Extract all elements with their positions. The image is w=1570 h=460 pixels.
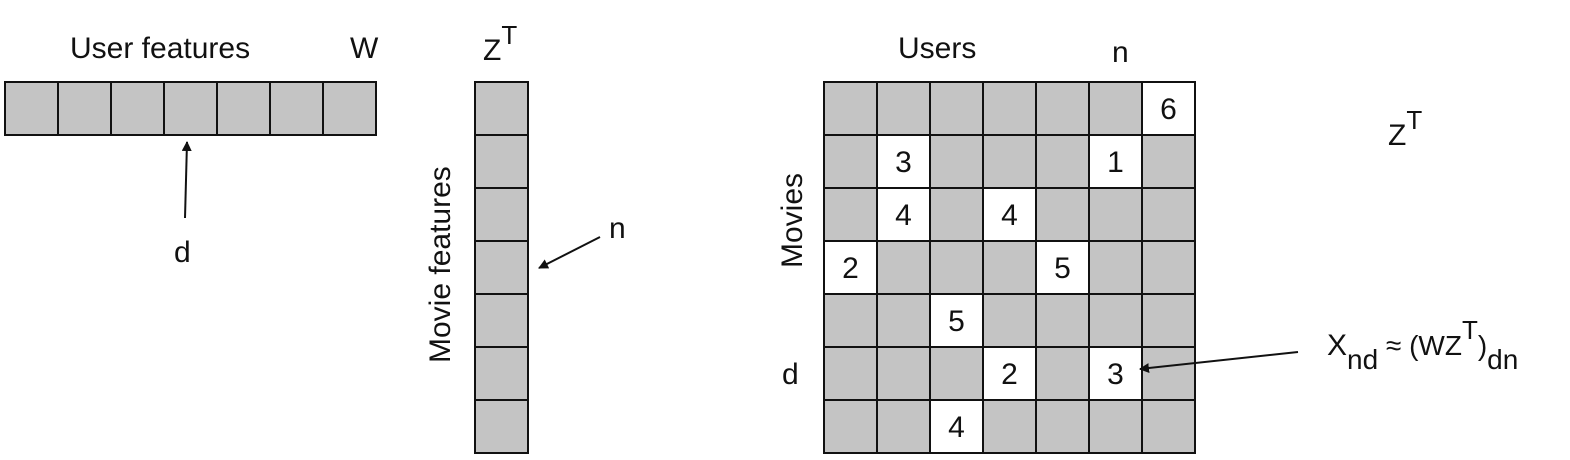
- rating-cell: [1141, 81, 1196, 136]
- zt-base-right: Z: [1388, 119, 1406, 152]
- formula-approx: ≈ (WZ: [1378, 330, 1462, 361]
- n-arrow: [538, 236, 601, 269]
- empty-cell: [1141, 134, 1196, 189]
- empty-cell: [876, 399, 931, 454]
- empty-cell: [1141, 346, 1196, 401]
- zt-base: Z: [483, 34, 501, 67]
- movie-feature-vector: [474, 81, 529, 454]
- movie-feature-cell: [474, 187, 529, 242]
- rating-value: 4: [1001, 199, 1018, 232]
- user-feature-cell: [269, 81, 324, 136]
- empty-cell: [876, 346, 931, 401]
- w-label: W: [350, 32, 379, 65]
- user-feature-cell: [57, 81, 112, 136]
- movie-feature-cell: [474, 81, 529, 136]
- rating-value: 2: [1001, 358, 1018, 391]
- empty-cell: [1141, 293, 1196, 348]
- formula-t-sup: T: [1462, 315, 1478, 345]
- empty-cell: [1088, 240, 1143, 295]
- rating-cell: [929, 293, 984, 348]
- empty-cell: [982, 399, 1037, 454]
- rating-value: 2: [842, 252, 859, 285]
- empty-cell: [929, 134, 984, 189]
- empty-cell: [982, 134, 1037, 189]
- movie-feature-cell: [474, 293, 529, 348]
- users-label: Users: [898, 32, 976, 65]
- movie-feature-cell: [474, 134, 529, 189]
- empty-cell: [823, 187, 878, 242]
- rating-cell: [1088, 346, 1143, 401]
- movie-feature-cell: [474, 240, 529, 295]
- rating-value: 4: [948, 411, 965, 444]
- movie-feature-cell: [474, 399, 529, 454]
- empty-cell: [1088, 187, 1143, 242]
- zt-label-right: ZT: [1388, 105, 1422, 152]
- empty-cell: [1035, 134, 1090, 189]
- empty-cell: [1088, 81, 1143, 136]
- empty-cell: [876, 81, 931, 136]
- empty-cell: [876, 293, 931, 348]
- rating-value: 5: [1054, 252, 1071, 285]
- empty-cell: [929, 346, 984, 401]
- empty-cell: [982, 293, 1037, 348]
- formula: Xnd ≈ (WZT)dn: [1327, 315, 1518, 375]
- d-label: d: [174, 236, 191, 269]
- zt-label-middle: ZT: [483, 20, 517, 67]
- empty-cell: [823, 293, 878, 348]
- rating-matrix: 6 3 1 4 4 2 5 5 2 3 4: [823, 81, 1196, 454]
- rating-value: 4: [895, 199, 912, 232]
- d-arrow: [181, 141, 192, 219]
- empty-cell: [823, 134, 878, 189]
- user-feature-cell: [4, 81, 59, 136]
- empty-cell: [929, 240, 984, 295]
- formula-close: ): [1478, 330, 1487, 361]
- user-feature-cell: [322, 81, 377, 136]
- rating-value: 1: [1107, 146, 1124, 179]
- rating-cell: [823, 240, 878, 295]
- empty-cell: [823, 399, 878, 454]
- empty-cell: [1141, 399, 1196, 454]
- movie-feature-cell: [474, 346, 529, 401]
- n-label-matrix: n: [1112, 36, 1129, 69]
- empty-cell: [1088, 399, 1143, 454]
- empty-cell: [1035, 399, 1090, 454]
- empty-cell: [1141, 187, 1196, 242]
- empty-cell: [982, 81, 1037, 136]
- formula-x-sub: nd: [1347, 344, 1378, 375]
- d-label-matrix: d: [782, 358, 799, 391]
- rating-value: 3: [1107, 358, 1124, 391]
- movies-label: Movies: [776, 173, 809, 268]
- empty-cell: [1035, 81, 1090, 136]
- empty-cell: [876, 240, 931, 295]
- empty-cell: [1088, 293, 1143, 348]
- empty-cell: [1035, 187, 1090, 242]
- n-label-middle: n: [609, 212, 626, 245]
- empty-cell: [982, 240, 1037, 295]
- empty-cell: [929, 81, 984, 136]
- user-feature-cell: [110, 81, 165, 136]
- user-feature-cell: [216, 81, 271, 136]
- empty-cell: [1141, 240, 1196, 295]
- user-feature-cell: [163, 81, 218, 136]
- formula-arrow: [1139, 351, 1299, 374]
- empty-cell: [1035, 346, 1090, 401]
- empty-cell: [1035, 293, 1090, 348]
- rating-value: 6: [1160, 93, 1177, 126]
- user-features-label: User features: [70, 32, 250, 65]
- empty-cell: [823, 346, 878, 401]
- rating-value: 3: [895, 146, 912, 179]
- formula-x: X: [1327, 329, 1347, 362]
- user-feature-vector: [4, 81, 377, 136]
- empty-cell: [823, 81, 878, 136]
- formula-dn-sub: dn: [1487, 344, 1518, 375]
- movie-features-label: Movie features: [424, 166, 457, 363]
- rating-value: 5: [948, 305, 965, 338]
- zt-sup: T: [501, 20, 517, 50]
- zt-sup-right: T: [1406, 105, 1422, 135]
- empty-cell: [929, 187, 984, 242]
